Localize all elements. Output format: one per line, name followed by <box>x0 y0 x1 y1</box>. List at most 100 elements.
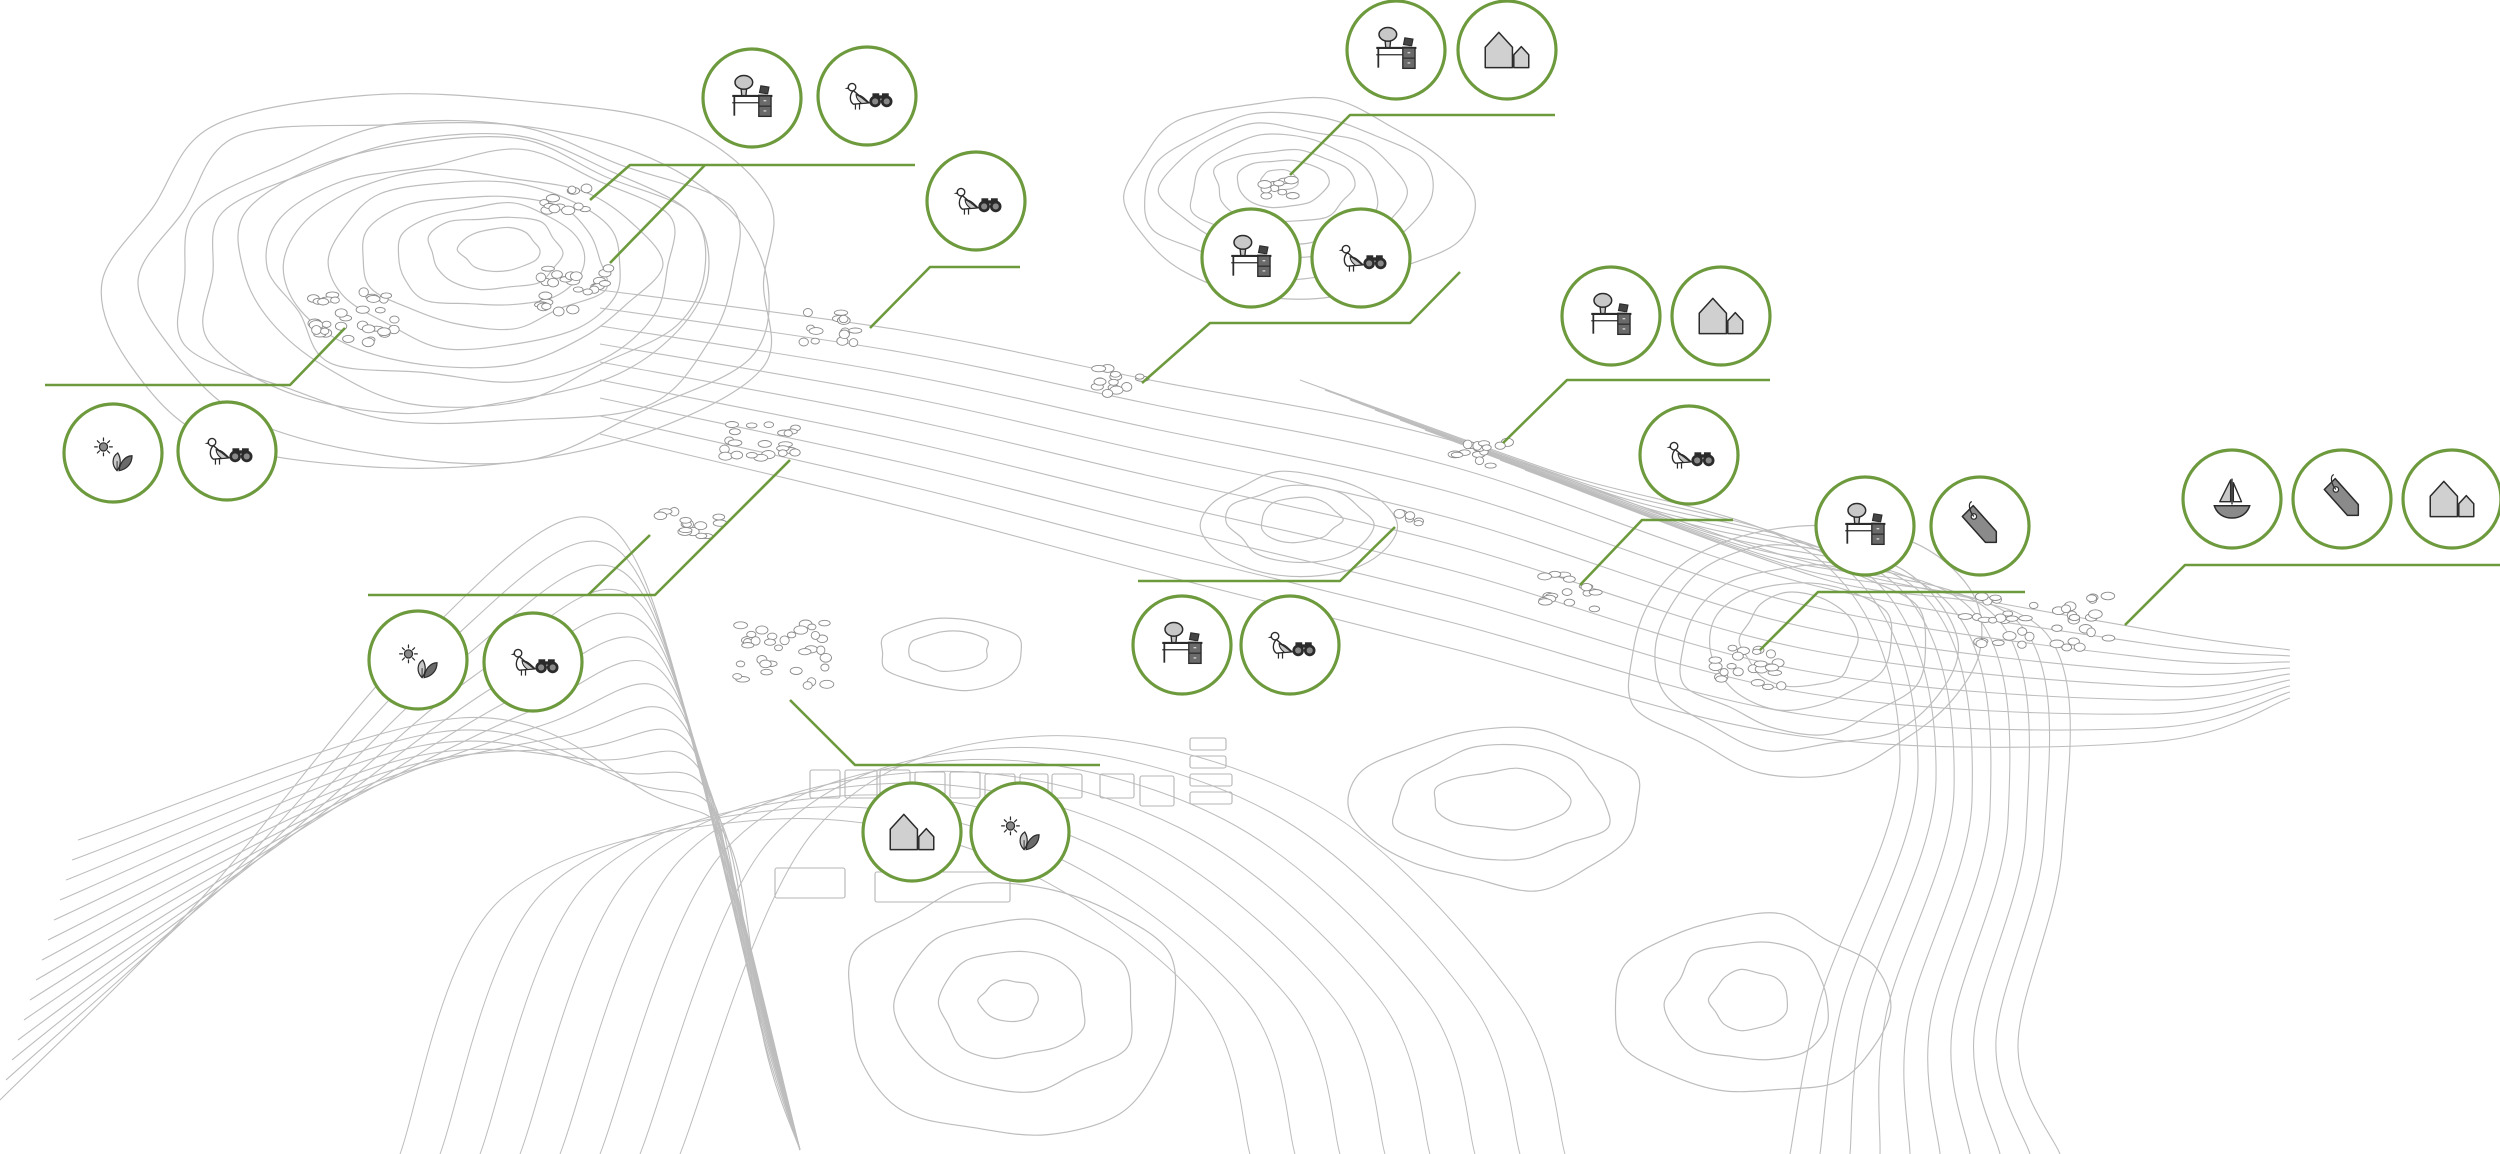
site-east-village-marker-group[interactable] <box>1814 475 2031 577</box>
site-central-valley-marker-group[interactable] <box>1200 207 1412 309</box>
site-west-ridge-sun-leaf-marker[interactable] <box>62 402 164 504</box>
settlement-rock <box>548 204 561 214</box>
site-central-basin-marker-group[interactable] <box>1131 594 1341 696</box>
settlement-rock <box>1580 582 1593 592</box>
leader-line <box>2124 563 2500 626</box>
settlement-rock <box>1283 175 1299 185</box>
settlement-rock <box>798 648 812 656</box>
settlement-rock <box>1563 575 1576 583</box>
settlement-rock <box>760 668 773 676</box>
contour-line <box>599 325 2291 664</box>
settlement-rock <box>798 337 809 347</box>
site-central-valley-office-desk-marker[interactable] <box>1200 207 1302 309</box>
settlement-rock <box>573 202 584 211</box>
site-south-village-sun-leaf-marker[interactable] <box>969 781 1071 883</box>
site-west-ridge-marker-group[interactable] <box>62 400 278 504</box>
settlement-rock <box>1732 651 1744 661</box>
contour-line <box>1199 470 1399 578</box>
settlement-rock <box>2002 631 2017 641</box>
site-north-ridge-birdwatching-binoculars-marker[interactable] <box>816 45 918 147</box>
settlement-rock <box>733 621 748 630</box>
site-east-plateau-houses-marker[interactable] <box>1670 265 1772 367</box>
contour-line <box>327 180 621 351</box>
site-north-ridge-office-desk-marker[interactable] <box>701 47 803 149</box>
site-central-basin-office-desk-marker[interactable] <box>1131 594 1233 696</box>
site-west-ridge-birdwatching-binoculars-marker[interactable] <box>176 400 278 502</box>
site-coast-marker-group[interactable] <box>2181 448 2500 550</box>
site-north-ridge-marker-group[interactable] <box>701 45 918 149</box>
contour-line <box>137 122 770 465</box>
settlement-rock <box>777 449 788 457</box>
site-southwest-village-sun-leaf-marker[interactable] <box>367 609 469 711</box>
settlement-rock <box>848 327 863 334</box>
site-east-village-price-tag-marker[interactable] <box>1929 475 2031 577</box>
settlement-rock <box>1751 648 1762 655</box>
contour-line <box>456 226 541 273</box>
site-north-hill-houses-marker[interactable] <box>1456 0 1558 101</box>
site-east-slope-marker-group[interactable] <box>1638 404 1740 506</box>
contour-line <box>893 918 1133 1093</box>
site-north-slope-birdwatching-binoculars-marker[interactable] <box>925 150 1027 252</box>
settlement-rock <box>838 314 849 324</box>
settlement-rock <box>745 422 758 429</box>
settlement-rock <box>2049 639 2065 649</box>
settlement-rock <box>1988 616 1998 624</box>
settlement-rock <box>694 521 708 531</box>
leader-line <box>1141 271 1461 384</box>
site-north-hill-office-desk-marker[interactable] <box>1345 0 1447 101</box>
marker-ring <box>925 150 1027 252</box>
settlement-rock <box>2086 627 2096 638</box>
settlement-rock <box>750 636 761 646</box>
site-south-village-houses-marker[interactable] <box>861 781 963 883</box>
settlement-rock <box>1404 511 1416 520</box>
settlement-rock <box>541 265 555 272</box>
site-east-slope-birdwatching-binoculars-marker[interactable] <box>1638 404 1740 506</box>
site-east-village-office-desk-marker[interactable] <box>1814 475 1916 577</box>
settlement-rock <box>2028 601 2039 609</box>
settlement-rock <box>745 451 758 459</box>
site-east-plateau-marker-group[interactable] <box>1560 265 1772 367</box>
settlement-rock <box>1260 192 1273 200</box>
leader-line <box>589 163 915 201</box>
contour-line <box>47 706 801 1151</box>
settlement-rock <box>1719 668 1729 677</box>
settlement-rock <box>1765 649 1776 659</box>
settlement-rock <box>541 302 552 311</box>
site-central-basin-birdwatching-binoculars-marker[interactable] <box>1239 594 1341 696</box>
settlement-rock <box>1561 588 1573 596</box>
settlement-rock <box>793 625 809 635</box>
settlement-rock <box>1135 373 1145 380</box>
building-footprint <box>1189 737 1227 751</box>
leader-line <box>1759 590 2025 651</box>
building-footprint <box>1139 775 1175 807</box>
settlement-rock <box>1093 377 1107 386</box>
settlement-rock <box>1413 520 1424 527</box>
leader-line <box>587 534 651 596</box>
site-south-village-marker-group[interactable] <box>861 781 1071 883</box>
settlement-rock <box>810 630 821 640</box>
site-coast-sailboat-marker[interactable] <box>2181 448 2283 550</box>
site-coast-houses-marker[interactable] <box>2401 448 2500 550</box>
site-southwest-village-marker-group[interactable] <box>367 609 584 713</box>
settlement-rock <box>1462 439 1473 450</box>
settlement-rock <box>816 645 826 655</box>
settlement-rock <box>759 659 772 669</box>
marker-ring <box>1200 207 1302 309</box>
settlement-rock <box>1764 663 1780 672</box>
site-southwest-village-birdwatching-binoculars-marker[interactable] <box>482 611 584 713</box>
site-north-slope-marker-group[interactable] <box>925 150 1027 252</box>
settlement-rock <box>1715 675 1728 683</box>
contour-line <box>35 659 801 1151</box>
site-coast-price-tag-marker[interactable] <box>2291 448 2393 550</box>
contour-line <box>1663 941 1829 1061</box>
marker-ring <box>1310 207 1412 309</box>
building-footprint <box>949 771 981 799</box>
marker-ring <box>62 402 164 504</box>
site-north-hill-marker-group[interactable] <box>1345 0 1558 101</box>
settlement-rock <box>1750 679 1765 687</box>
leader-line <box>45 327 346 387</box>
settlement-rock <box>789 448 801 457</box>
site-central-valley-birdwatching-binoculars-marker[interactable] <box>1310 207 1412 309</box>
contour-line <box>1627 524 1983 778</box>
site-east-plateau-office-desk-marker[interactable] <box>1560 265 1662 367</box>
